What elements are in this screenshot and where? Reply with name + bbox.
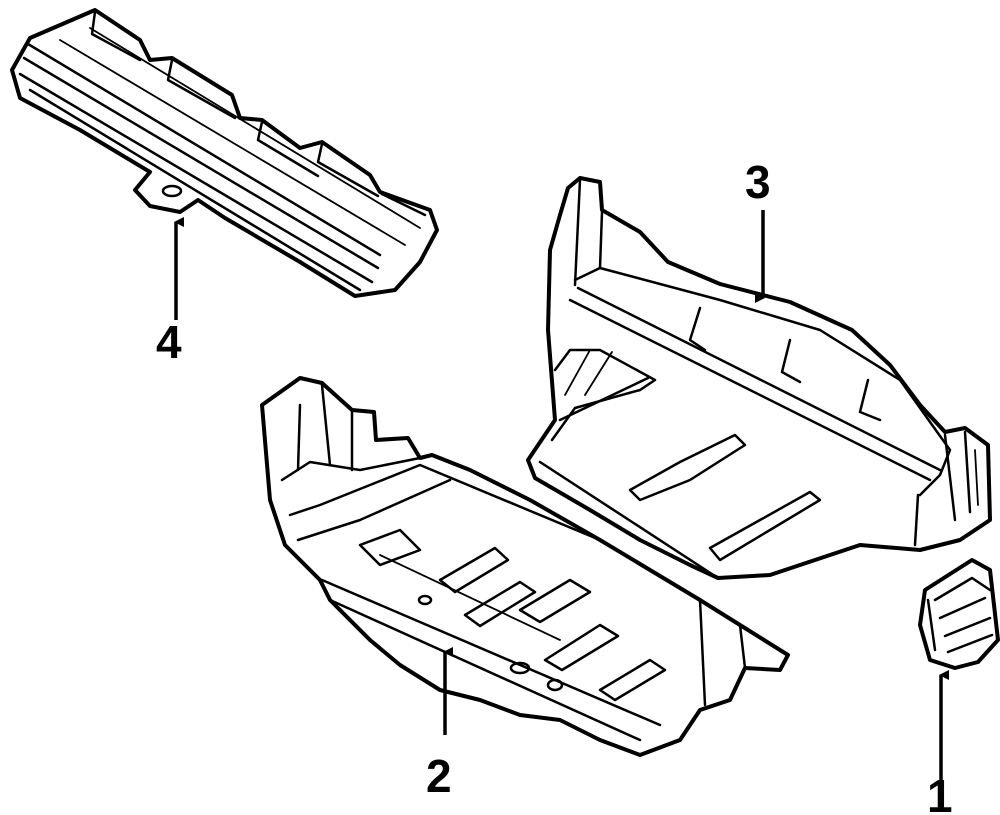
callout-2: 2 <box>426 750 452 802</box>
part-2-lower-engine-shield[interactable] <box>260 376 790 757</box>
callout-4: 4 <box>156 316 182 368</box>
callout-1: 1 <box>927 770 953 815</box>
part-1-bracket[interactable] <box>918 558 1000 670</box>
part-4-heat-shield[interactable] <box>10 8 439 298</box>
part-3-rear-splash-shield[interactable] <box>526 176 992 580</box>
callout-3: 3 <box>745 156 771 208</box>
